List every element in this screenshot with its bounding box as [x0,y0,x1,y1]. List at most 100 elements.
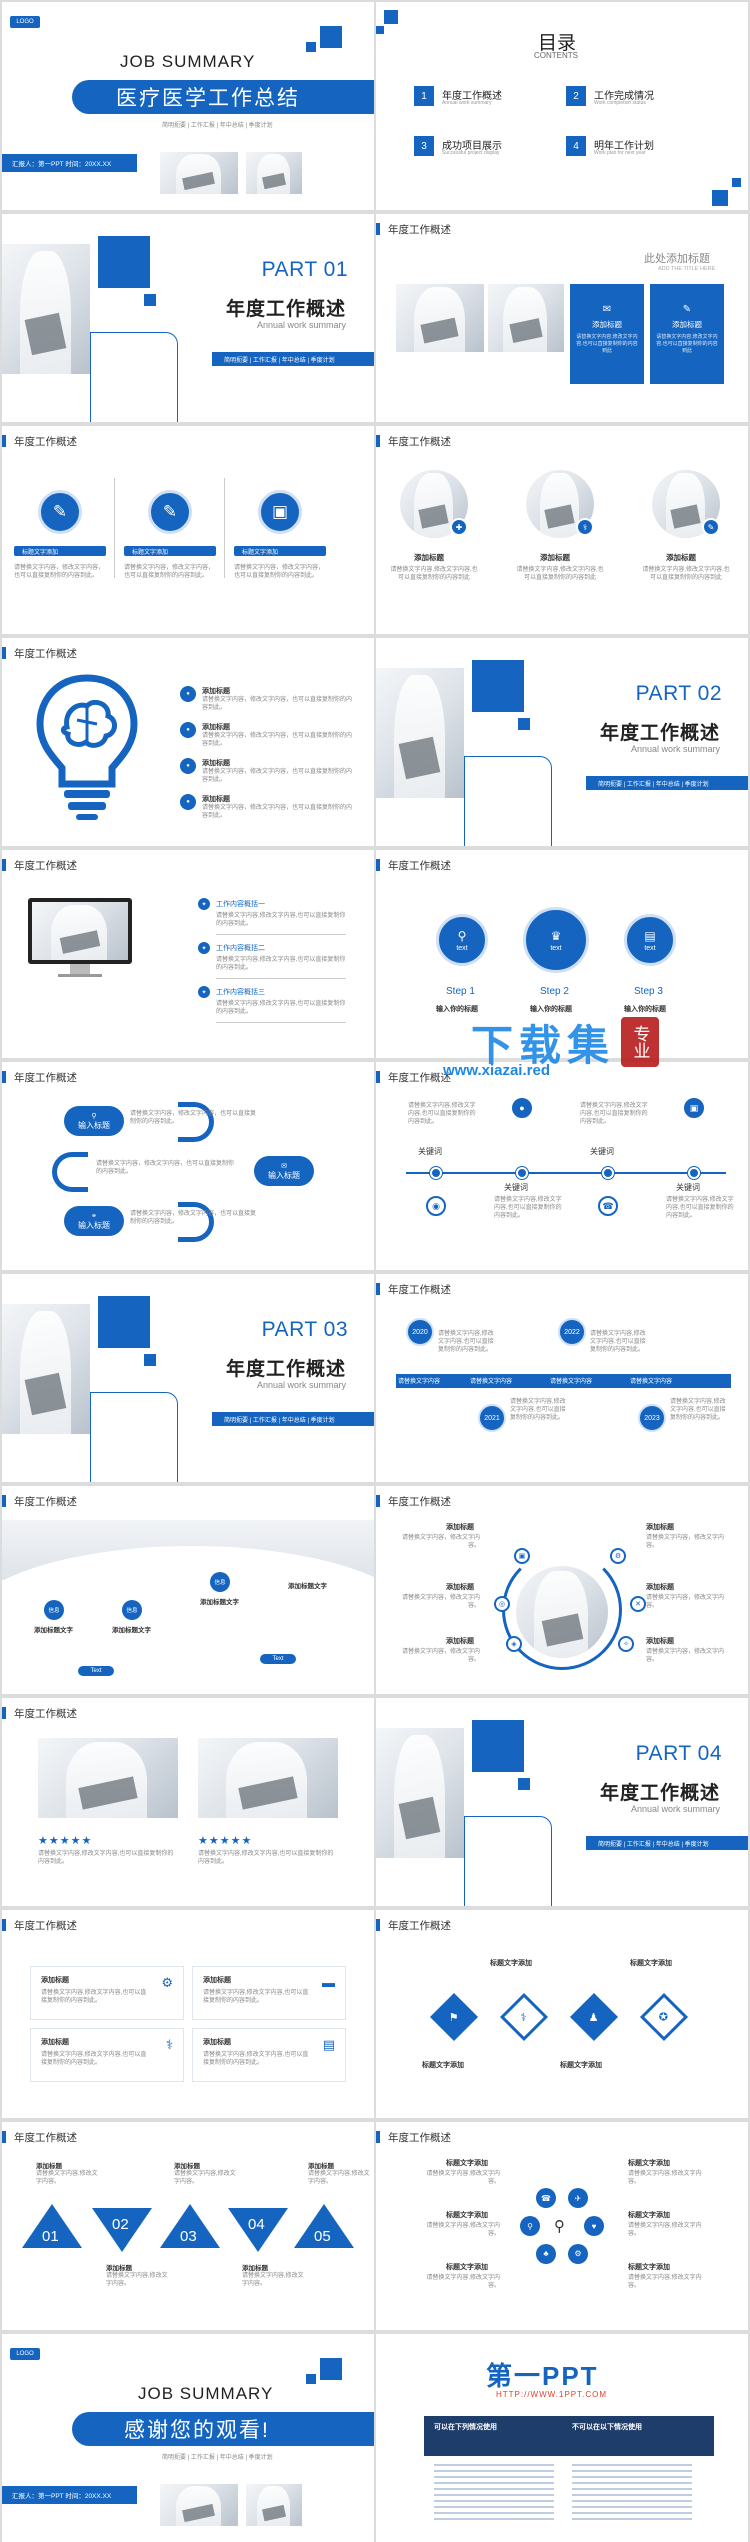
deco-square [376,26,384,34]
toc-label[interactable]: 明年工作计划 [594,141,654,152]
slide-heading: 此处添加标题 [644,253,710,265]
blue-box-1: ✉ 添加标题 请替换文字内容,修改文字内容,也可以直接复制你的内容到此 [570,284,644,384]
info-band [424,2416,714,2456]
diamond-icon: ♟ [569,1992,619,2042]
step-number: 01 [42,2228,59,2245]
deco-square [306,2374,316,2384]
item-icon: ✦ [198,898,210,910]
slide-9[interactable]: 年度工作概述 ✦工作内容概括一请替换文字内容,修改文字内容,也可以直接复制你的内… [2,850,374,1058]
part-number: PART 01 [261,258,348,281]
body-text: 请替换文字内容,修改文字内容。 [308,2171,370,2186]
part-sub: Annual work summary [256,320,346,330]
bullet-dot: ● [180,686,196,702]
deco-square [472,660,524,712]
logo-badge: LOGO [10,2348,40,2360]
text-button[interactable]: Text [260,1654,296,1664]
slide-5[interactable]: 年度工作概述 ✎标题文字添加请替换文字内容，修改文字内容，也可以直接复制你的内容… [2,426,374,634]
item-title: 添加标题 [646,1638,674,1645]
divider [216,934,346,935]
presenter-bar: 汇报人：第一PPT 时间：20XX.XX [2,2486,137,2504]
hex-icon: ▣ [514,1548,530,1564]
body-text: 请替换文字内容，修改文字内容。 [646,1535,725,1550]
box-icon: ▤ [322,2037,335,2052]
slide-end[interactable]: LOGO JOB SUMMARY 感谢您的观看! 简明扼要 | 工作汇报 | 年… [2,2334,374,2542]
body-text: 请替换文字内容,修改文字内容,也可以直接复制你的内容到此。 [198,1851,334,1866]
photo-frame [90,1392,178,1482]
triangle [22,2204,82,2248]
slide-header: 年度工作概述 [376,1283,451,1296]
item-title: 标题文字添加 [422,2062,464,2069]
body-text: 请替换文字内容,修改文字内容,也可以直接复制你的内容到此。 [38,1851,174,1866]
watermark-seal: 专业 [621,1017,659,1067]
divider [224,478,225,578]
slide-17[interactable]: 年度工作概述 ★★★★★ ★★★★★ 请替换文字内容,修改文字内容,也可以直接复… [2,1698,374,1906]
toc-sub: Successful project display [442,150,500,156]
part-title: 年度工作概述 [225,299,346,320]
part-title: 年度工作概述 [599,1783,720,1804]
slide-11[interactable]: 年度工作概述 ⚲输入标题请替换文字内容，修改文字内容，也可以直接复制你的内容到此… [2,1062,374,1270]
slide-6[interactable]: 年度工作概述 ✚添加标题请替换文字内容,修改文字内容,也可以直接复制你的内容到此… [376,426,748,634]
hex-icon: ✕ [630,1596,646,1612]
slide-7[interactable]: 年度工作概述 ●添加标题请替换文字内容，修改文字内容，也可以直接复制你的内容到此… [2,638,374,846]
monitor-stand [70,964,90,974]
slide-19[interactable]: 年度工作概述 添加标题请替换文字内容,修改文字内容,也可以直接复制你的内容到此。… [2,1910,374,2118]
keyword: 关键词 [418,1147,442,1156]
item-icon: ✦ [198,942,210,954]
slide-4[interactable]: 年度工作概述 此处添加标题 ADD THE TITLE HERE ✉ 添加标题 … [376,214,748,422]
badge-icon: ✎ [702,518,720,536]
item-title: 添加标题 [242,2265,268,2272]
slide-20[interactable]: 年度工作概述 ⚑⚕♟✪标题文字添加标题文字添加标题文字添加标题文字添加 [376,1910,748,2118]
deco-square [712,190,728,206]
part-sub: Annual work summary [630,1804,720,1814]
deco-square [320,26,342,48]
brand-url: HTTP://WWW.1PPT.COM [496,2390,607,2399]
slide-promo[interactable]: 第一PPT HTTP://WWW.1PPT.COM 可以在下列情况使用 不可以在… [376,2334,748,2542]
col-title: 添加标题 [414,553,444,562]
slide-12[interactable]: 年度工作概述 关键词请替换文字内容,修改文字内容,也可以直接复制你的内容到此。◉… [376,1062,748,1270]
mail-icon: ✉输入标题 [254,1156,314,1186]
info-box: 添加标题请替换文字内容,修改文字内容,也可以直接复制你的内容到此。▤ [192,2028,346,2082]
body-text: 请替换文字内容,修改文字内容,也可以直接复制你的内容到此。 [216,913,346,928]
watermark-text: 下载集 [470,1021,615,1069]
year-label: 请替换文字内容 [470,1379,513,1385]
photo-doctor [38,1738,178,1818]
center-icon: ⚲ [554,2218,565,2235]
body-text: 请替换文字内容，修改文字内容，也可以直接复制你的内容到此。 [202,733,353,748]
chat-icon: ✉ [602,304,612,315]
photo-doctor [2,244,90,374]
toc-label[interactable]: 年度工作概述 [442,91,502,102]
slide-header: 年度工作概述 [376,223,451,236]
keyword: 关键词 [590,1147,614,1156]
body-text: 请替换文字内容,修改文字内容。 [242,2273,304,2288]
slide-header: 年度工作概述 [2,2131,77,2144]
year-circle: 2021 [478,1404,506,1432]
toc-label[interactable]: 工作完成情况 [594,91,654,102]
slide-sub: ADD THE TITLE HERE [658,266,716,272]
toc-label[interactable]: 成功项目展示 [442,141,502,152]
diamond-icon: ⚑ [429,1992,479,2042]
rating-stars: ★★★★★ [198,1835,253,1847]
text-button[interactable]: Text [78,1666,114,1676]
slide-header: 年度工作概述 [2,435,77,448]
label-pill: 标题文字添加 [234,546,326,556]
info-box: 添加标题请替换文字内容,修改文字内容,也可以直接复制你的内容到此。▬ [192,1966,346,2020]
rating-stars: ★★★★★ [38,1835,93,1847]
arc-mask [2,1546,374,1694]
body-text: 请替换文字内容，修改文字内容。 [401,1649,480,1664]
pen-icon: ✎ [148,490,192,534]
info-icon: 信息 [122,1600,142,1620]
part-sub: Annual work summary [256,1380,346,1390]
body-text: 请替换文字内容,修改文字内容。 [426,2223,500,2238]
slide-16[interactable]: 年度工作概述 ▣◎◈⚙✕✧添加标题请替换文字内容，修改文字内容。添加标题请替换文… [376,1486,748,1694]
slide-title[interactable]: LOGO JOB SUMMARY 医疗医学工作总结 简明扼要 | 工作汇报 | … [2,2,374,210]
slide-22[interactable]: 年度工作概述 ✈♥⚙♣⚲☎⚲标题文字添加请替换文字内容,修改文字内容。标题文字添… [376,2122,748,2330]
